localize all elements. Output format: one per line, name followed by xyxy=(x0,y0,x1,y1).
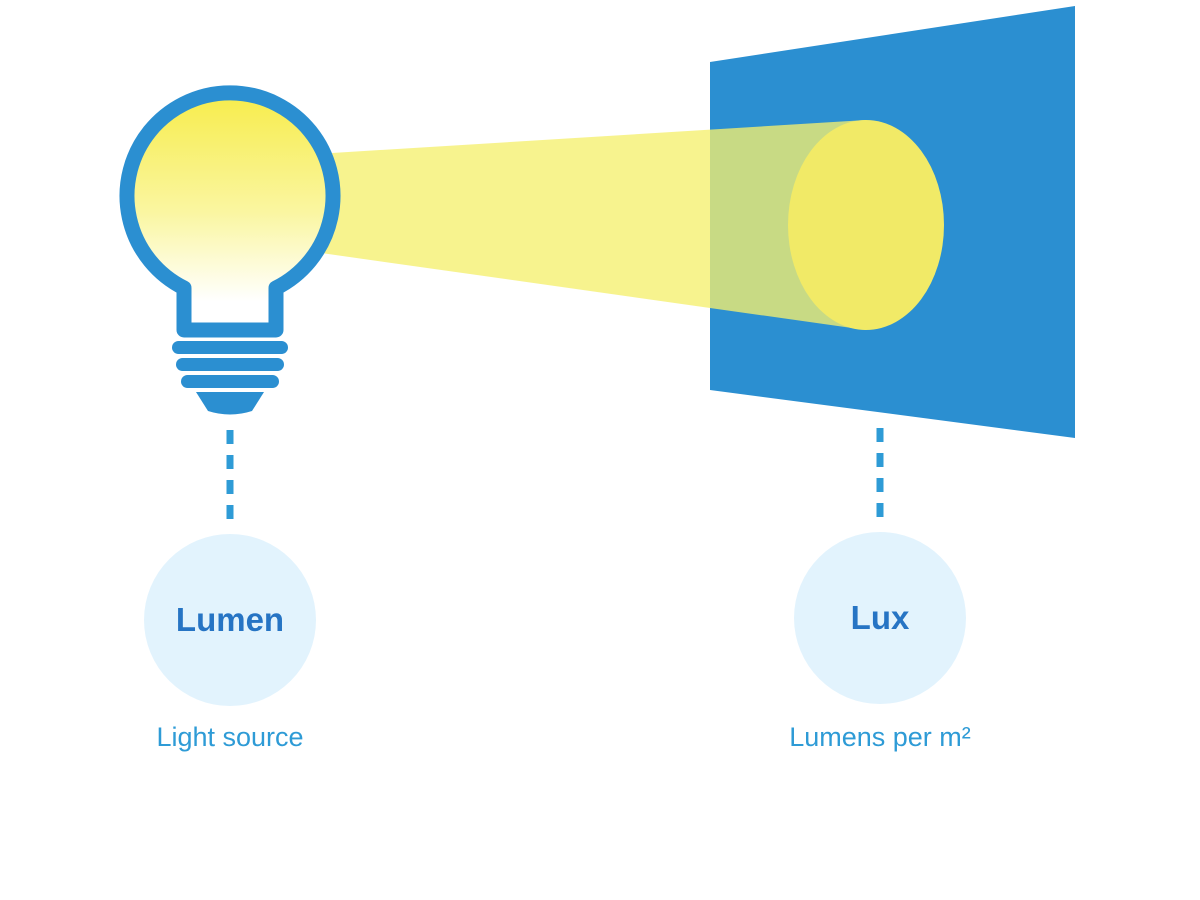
light-bulb-icon xyxy=(119,85,341,415)
lumen-bubble xyxy=(144,534,316,706)
lux-bubble xyxy=(794,532,966,704)
light-beam xyxy=(300,120,866,330)
light-spot xyxy=(788,120,944,330)
lux-label: Lux xyxy=(851,599,910,636)
screw-thread xyxy=(172,341,288,354)
screw-tip xyxy=(196,392,264,415)
bulb-glass xyxy=(119,85,341,338)
lumen-label: Lumen xyxy=(176,601,284,638)
screw-thread xyxy=(181,375,279,388)
lux-caption: Lumens per m² xyxy=(789,722,971,752)
screw-thread xyxy=(176,358,284,371)
bulb-screw-base xyxy=(172,341,288,415)
lumen-caption: Light source xyxy=(156,722,303,752)
